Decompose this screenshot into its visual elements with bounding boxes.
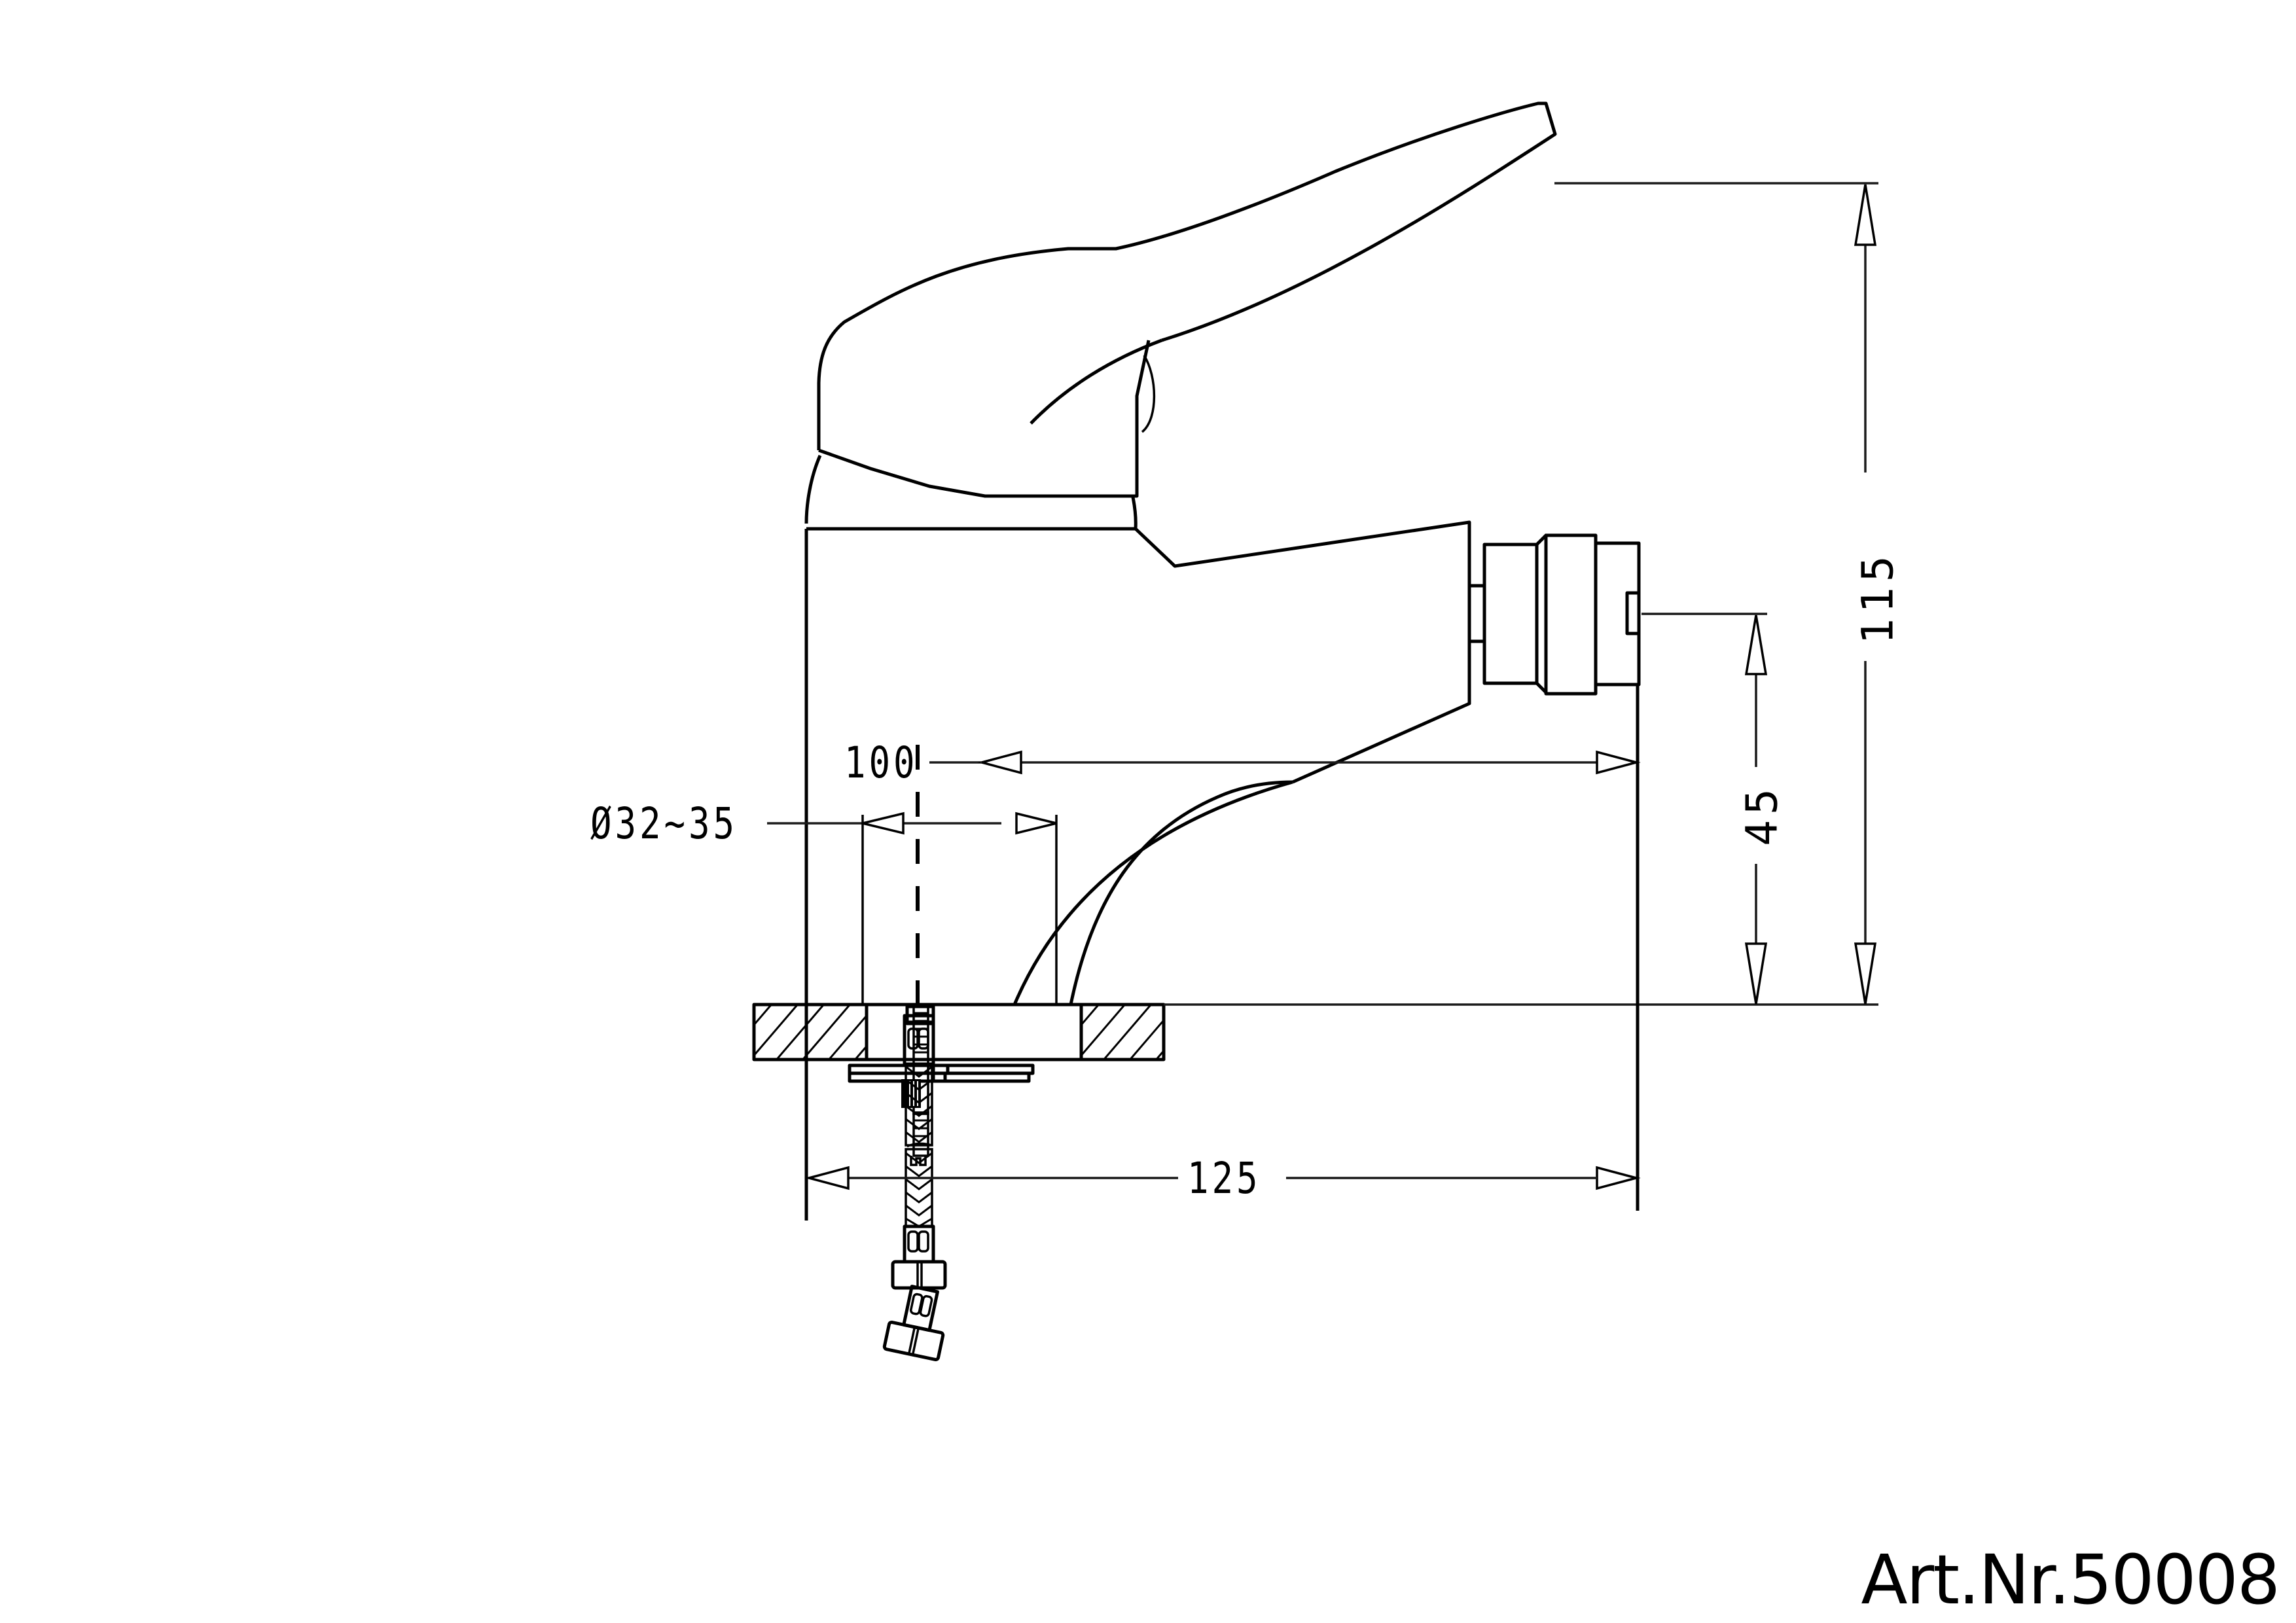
dim-diameter <box>767 812 1058 1005</box>
mixer-body <box>804 520 1471 1221</box>
dim-115 <box>1554 182 1878 1005</box>
dim-115-label: 115 <box>1852 550 1903 645</box>
lever-handle <box>817 101 1557 498</box>
dim-45-label: 45 <box>1736 783 1787 846</box>
dim-diameter-label: Ø32~35 <box>590 798 738 849</box>
countertop-section <box>752 1003 1878 1061</box>
braided-hose <box>882 1005 947 1362</box>
mounting-set <box>848 1005 1035 1166</box>
dim-125 <box>804 1166 1641 1190</box>
dim-45 <box>1641 613 1768 1005</box>
dim-100-label: 100 <box>844 738 918 788</box>
dim-100 <box>929 683 1641 1211</box>
dim-125-label: 125 <box>1187 1153 1261 1204</box>
aerator-nozzle <box>1469 533 1641 696</box>
article-number: Art.Nr.50008 <box>1861 1540 2280 1620</box>
body-cap <box>804 454 1138 531</box>
